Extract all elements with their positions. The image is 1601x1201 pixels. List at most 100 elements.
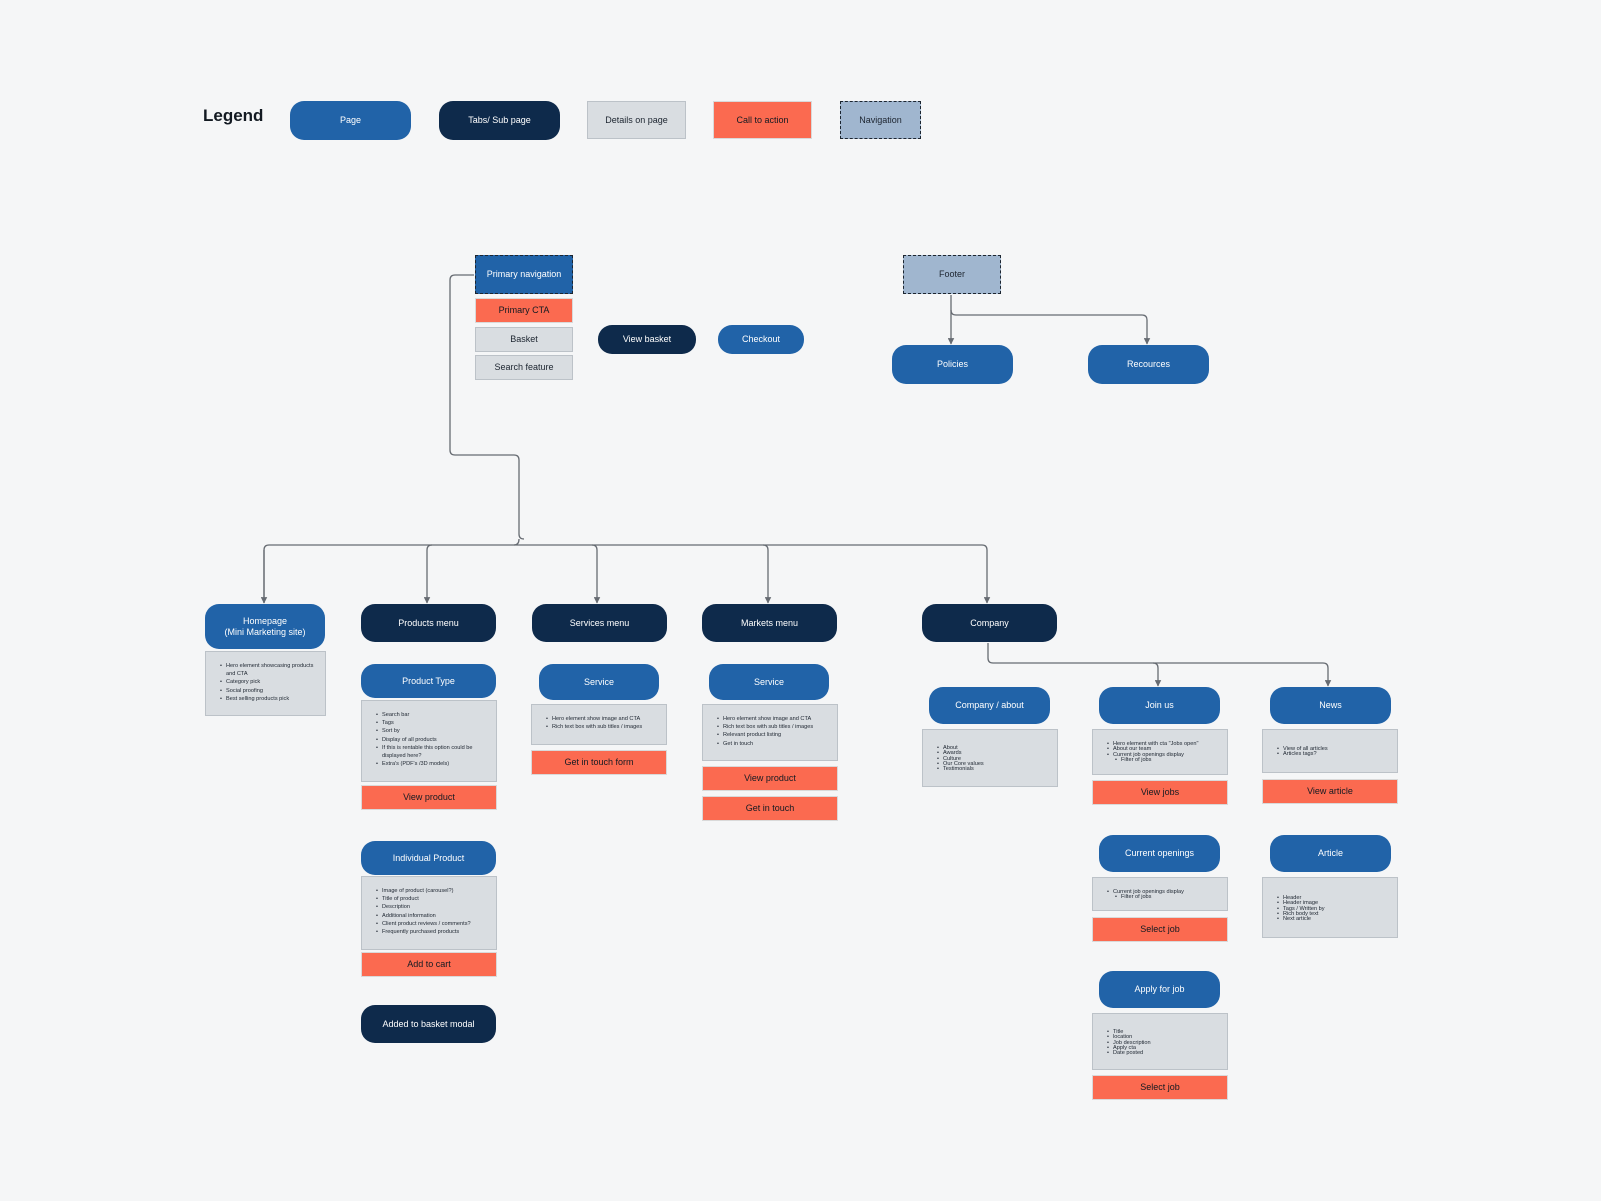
news-details: View of all articlesArticles tags? [1262,729,1398,773]
individual-product-details-list: Image of product (carousel?)Title of pro… [370,887,488,936]
detail-item: Extra's (PDF's /3D models) [376,760,488,768]
detail-item: Sort by [376,727,488,735]
select-job-button-2[interactable]: Select job [1092,1075,1228,1100]
legend-details: Details on page [587,101,686,139]
legend-page: Page [290,101,411,140]
join-us-details: Hero element with cta "Jobs open" About … [1092,729,1228,775]
join-detail-2: Current job openings display [1107,752,1219,759]
detail-item: Social proofing [220,687,317,695]
add-to-cart-button[interactable]: Add to cart [361,952,497,977]
apply-for-job-details: TitlelocationJob descriptionApply ctaDat… [1092,1013,1228,1070]
homepage[interactable]: Homepage (Mini Marketing site) [205,604,325,649]
get-in-touch-form-button[interactable]: Get in touch form [531,750,667,775]
detail-item: Relevant product listing [717,731,829,739]
company-about[interactable]: Company / about [929,687,1050,724]
news[interactable]: News [1270,687,1391,724]
detail-item: Title of product [376,895,488,903]
services-service-details: Hero element show image and CTARich text… [531,704,667,745]
view-basket[interactable]: View basket [598,325,696,354]
search-feature: Search feature [475,355,573,380]
detail-item: Job description [1107,1040,1219,1047]
products-menu[interactable]: Products menu [361,604,496,642]
homepage-details-list: Hero element showcasing products and CTA… [214,662,317,703]
connector-products [427,544,432,603]
markets-service-details: Hero element show image and CTARich text… [702,704,838,761]
policies[interactable]: Policies [892,345,1013,384]
detail-item: If this is rentable this option could be… [376,744,488,760]
connector-company-split [513,538,520,546]
detail-item: Testimonials [937,766,1049,773]
detail-item: Our Core values [937,761,1049,768]
primary-cta[interactable]: Primary CTA [475,298,573,323]
detail-item: Header image [1277,900,1389,907]
legend-cta: Call to action [713,101,812,139]
detail-item: Additional information [376,912,488,920]
footer[interactable]: Footer [903,255,1001,294]
resources[interactable]: Recources [1088,345,1209,384]
markets-view-product-button[interactable]: View product [702,766,838,791]
join-us[interactable]: Join us [1099,687,1220,724]
detail-item: Culture [937,756,1049,763]
detail-item: Header [1277,895,1389,902]
join-detail-0: Hero element with cta "Jobs open" [1107,741,1219,748]
detail-item: Apply cta [1107,1045,1219,1052]
view-jobs-button[interactable]: View jobs [1092,780,1228,805]
view-product-button[interactable]: View product [361,785,497,810]
services-menu[interactable]: Services menu [532,604,667,642]
detail-item: Rich text box with sub titles / images [546,723,658,731]
basket: Basket [475,327,573,352]
apply-for-job[interactable]: Apply for job [1099,971,1220,1008]
join-us-details-list: Hero element with cta "Jobs open" About … [1101,741,1219,764]
join-sub-detail-0: Filter of jobs [1107,757,1219,764]
homepage-details: Hero element showcasing products and CTA… [205,651,326,716]
detail-item: Rich body text [1277,911,1389,918]
added-to-basket-modal[interactable]: Added to basket modal [361,1005,496,1043]
company-about-details: AboutAwardsCultureOur Core valuesTestimo… [922,729,1058,787]
article[interactable]: Article [1270,835,1391,872]
connector-bus [263,544,991,604]
legend-tab: Tabs/ Sub page [439,101,560,140]
detail-item: Articles tags? [1277,751,1389,758]
detail-item: Date posted [1107,1050,1219,1057]
detail-item: Hero element show image and CTA [717,715,829,723]
markets-get-in-touch-button[interactable]: Get in touch [702,796,838,821]
detail-item: Category pick [220,678,317,686]
connector-company-children [987,643,1332,687]
select-job-button[interactable]: Select job [1092,917,1228,942]
connector-services [592,544,597,603]
services-service[interactable]: Service [539,664,659,700]
article-details: HeaderHeader imageTags / Written byRich … [1262,877,1398,938]
view-article-button[interactable]: View article [1262,779,1398,804]
current-openings-details-list: Current job openings display Filter of j… [1101,889,1219,901]
legend-navigation: Navigation [840,101,921,139]
connector-footer-resources [950,309,1151,345]
current-openings[interactable]: Current openings [1099,835,1220,872]
detail-item: Frequently purchased products [376,928,488,936]
legend-title: Legend [203,106,264,125]
detail-item: Hero element showcasing products and CTA [220,662,317,678]
detail-item: Search bar [376,711,488,719]
services-service-details-list: Hero element show image and CTARich text… [540,715,658,732]
connector-markets [763,544,768,603]
markets-service-details-list: Hero element show image and CTARich text… [711,715,829,748]
markets-service[interactable]: Service [709,664,829,700]
product-type[interactable]: Product Type [361,664,496,698]
article-details-list: HeaderHeader imageTags / Written byRich … [1271,895,1389,923]
individual-product[interactable]: Individual Product [361,841,496,875]
product-type-details-list: Search barTagsSort byDisplay of all prod… [370,711,488,769]
primary-navigation[interactable]: Primary navigation [475,255,573,294]
apply-for-job-details-list: TitlelocationJob descriptionApply ctaDat… [1101,1029,1219,1057]
company-menu[interactable]: Company [922,604,1057,642]
detail-item: location [1107,1034,1219,1041]
detail-item: Awards [937,750,1049,757]
company-about-details-list: AboutAwardsCultureOur Core valuesTestimo… [931,745,1049,773]
markets-menu[interactable]: Markets menu [702,604,837,642]
detail-item: Rich text box with sub titles / images [717,723,829,731]
detail-item: Get in touch [717,740,829,748]
detail-item: View of all articles [1277,746,1389,753]
detail-item: Hero element show image and CTA [546,715,658,723]
checkout[interactable]: Checkout [718,325,804,354]
detail-item: Tags / Written by [1277,906,1389,913]
